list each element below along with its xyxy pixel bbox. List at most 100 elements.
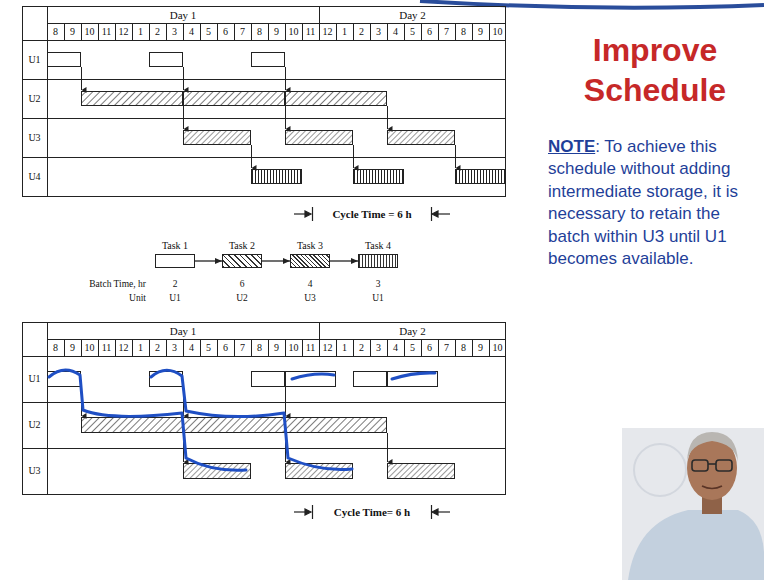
hour-grid <box>47 23 506 40</box>
hour-label: 3 <box>172 342 177 354</box>
task4-bar <box>388 372 438 387</box>
hour-label: 11 <box>306 342 316 354</box>
row-heading: Batch Time, hr <box>89 279 146 290</box>
hour-label: 8 <box>53 26 58 38</box>
task2-bar <box>184 418 285 433</box>
slide-title: Improve Schedule <box>560 30 750 110</box>
hour-label: 8 <box>461 26 466 38</box>
hour-label: 7 <box>444 342 449 354</box>
hour-label: 10 <box>493 342 503 354</box>
hour-label: 4 <box>393 342 398 354</box>
hour-label: 2 <box>155 342 160 354</box>
hour-label: 5 <box>206 26 211 38</box>
task3-bar <box>184 131 251 145</box>
cycle-time: Cycle Time = 6 h <box>332 208 411 221</box>
transfer-lines <box>82 387 388 462</box>
hour-label: 3 <box>376 26 381 38</box>
transfer-line <box>251 145 252 168</box>
task-box: Task 1 <box>155 254 195 268</box>
hour-label: 6 <box>223 342 228 354</box>
hour-label: 10 <box>85 26 95 38</box>
batch-time: 4 <box>308 279 313 290</box>
day-label: Day 1 <box>170 324 197 337</box>
hour-label: 1 <box>138 26 143 38</box>
hour-label: 2 <box>155 26 160 38</box>
task3-bar <box>286 131 353 145</box>
hour-label: 2 <box>359 342 364 354</box>
unit-label: U1 <box>28 373 40 385</box>
hour-label: 1 <box>138 342 143 354</box>
top-chart-bars <box>48 53 506 184</box>
task-box: Task 4 <box>358 254 398 268</box>
hour-label: 8 <box>53 342 58 354</box>
hour-label: 11 <box>102 342 112 354</box>
marker-head <box>305 509 311 515</box>
note-block: NOTE: To achieve this schedule without a… <box>548 136 760 271</box>
task3-bar <box>388 464 455 479</box>
hour-label: 10 <box>289 342 299 354</box>
row-heading: Unit <box>129 293 146 304</box>
task2-bar <box>82 92 183 106</box>
chart-frame <box>23 323 506 495</box>
batch-time: 3 <box>376 279 381 290</box>
glasses-bridge <box>708 463 716 465</box>
hour-label: 5 <box>410 26 415 38</box>
marker-bar <box>312 505 313 519</box>
note-keyword: NOTE <box>548 137 595 156</box>
cycle-marker <box>294 505 450 519</box>
task-label: Task 2 <box>229 240 255 251</box>
unit-label: U4 <box>28 171 40 183</box>
presenter-video <box>622 428 764 580</box>
hour-label: 9 <box>478 26 483 38</box>
bottom-chart-bars <box>48 372 455 479</box>
task1-bar <box>150 53 183 67</box>
task-box: Task 3 <box>290 254 330 268</box>
transfer-line <box>183 67 184 90</box>
transfer-line <box>387 433 388 462</box>
hour-label: 6 <box>427 26 432 38</box>
pen-stroke <box>292 374 334 379</box>
pen-stroke <box>49 370 246 470</box>
hour-label: 11 <box>102 26 112 38</box>
unit-label: U1 <box>28 54 40 66</box>
batch-time: 2 <box>173 279 178 290</box>
presenter-shirt <box>628 510 764 580</box>
video-background <box>622 428 764 580</box>
task2-bar <box>286 92 387 106</box>
unit-label: U1 <box>372 293 384 304</box>
unit-label: U3 <box>28 465 40 477</box>
task-label: Task 1 <box>162 240 188 251</box>
unit-label: U2 <box>28 419 40 431</box>
hour-label: 12 <box>119 342 129 354</box>
transfer-line <box>353 145 354 168</box>
unit-label: U2 <box>236 293 248 304</box>
hour-label: 10 <box>289 26 299 38</box>
pen-annotation <box>49 370 435 470</box>
unit-label: U2 <box>28 93 40 105</box>
hour-label: 5 <box>206 342 211 354</box>
unit-label: U3 <box>304 293 316 304</box>
hour-label: 11 <box>306 26 316 38</box>
hour-label: 7 <box>444 26 449 38</box>
chart-frame <box>23 7 506 197</box>
grid-line <box>22 157 506 158</box>
hour-label: 12 <box>323 342 333 354</box>
transfer-line <box>285 67 286 90</box>
task3-bar <box>388 131 455 145</box>
flow-arrow <box>262 260 290 261</box>
hour-grid <box>47 339 506 356</box>
transfer-line <box>285 387 286 416</box>
grid-line <box>22 79 506 80</box>
hour-label: 10 <box>493 26 503 38</box>
hour-label: 12 <box>119 26 129 38</box>
marker-head <box>432 509 438 515</box>
hour-label: 12 <box>323 26 333 38</box>
day-label: Day 2 <box>399 8 426 21</box>
pen-stroke <box>392 373 435 379</box>
hour-label: 9 <box>274 342 279 354</box>
cycle-time: Cycle Time= 6 h <box>334 506 410 519</box>
batch-time: 6 <box>240 279 245 290</box>
hour-label: 2 <box>359 26 364 38</box>
task2-bar <box>286 418 387 433</box>
